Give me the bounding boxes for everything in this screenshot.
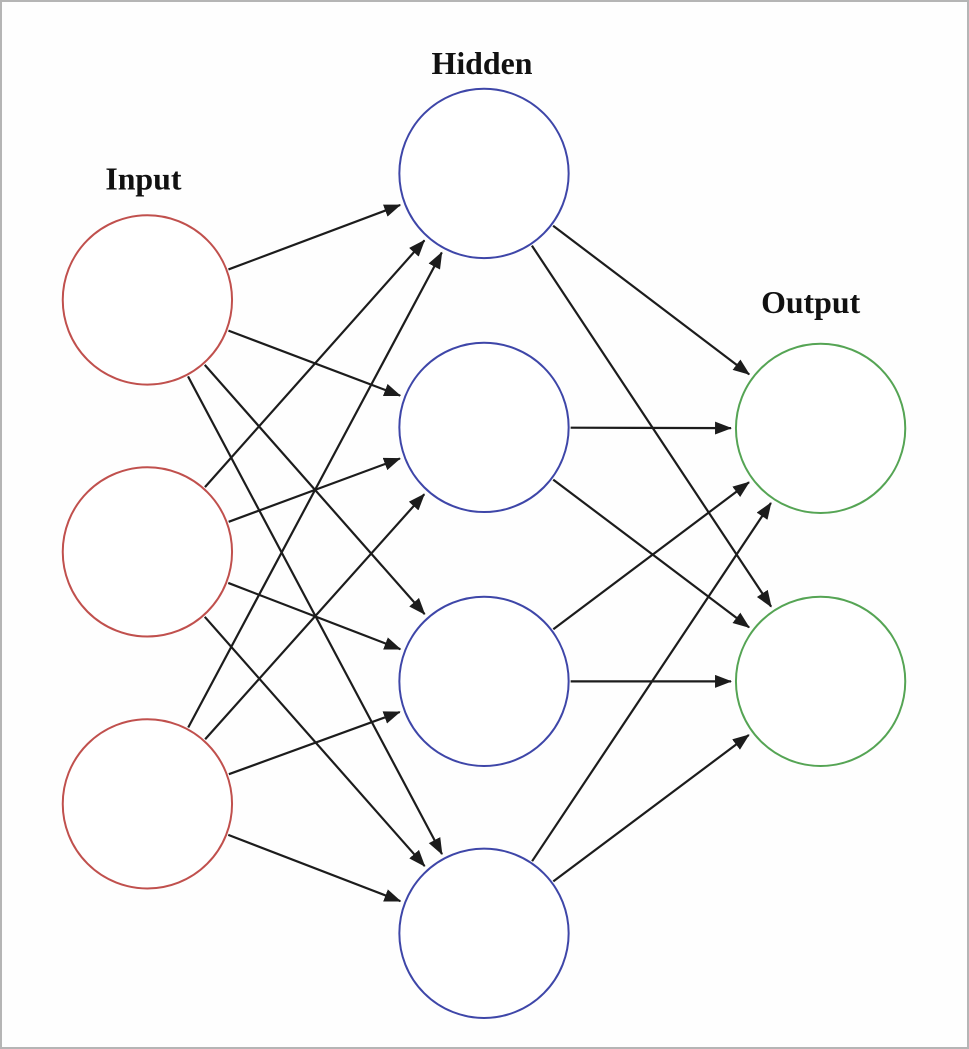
edge-arrow-input0-hidden0 [228,203,402,271]
hidden-node-2 [398,341,570,514]
hidden-layer-label: Hidden [432,46,533,81]
edge-arrow-input1-hidden3 [203,616,426,867]
output-node-1 [734,342,907,515]
hidden-node-4 [398,847,570,1019]
output-node-2 [734,595,907,767]
input-node-2 [61,466,234,638]
edge-arrow-hidden2-output0 [552,481,750,631]
input-node-1 [61,214,234,386]
input-layer-group: Input [61,161,234,890]
edge-arrow-input1-hidden0 [204,239,426,488]
output-layer-group: Output [734,285,907,767]
edge-arrow-hidden3-output1 [552,734,750,883]
edge-arrow-input2-hidden1 [204,493,426,740]
edge-arrow-hidden0-output0 [552,224,750,376]
edge-arrow-input2-hidden2 [228,710,401,776]
edge-arrow-hidden1-output1 [552,478,750,629]
edge-arrow-hidden0-output1 [530,245,773,608]
edge-arrow-input2-hidden0 [187,251,443,728]
output-layer-label: Output [761,285,861,320]
edge-arrow-hidden3-output0 [531,502,772,862]
hidden-layer-group: Hidden [398,46,570,1019]
hidden-node-1 [398,87,570,260]
hidden-node-3 [398,595,570,767]
edges-group [187,203,773,903]
edge-arrow-input2-hidden3 [227,833,402,903]
input-node-3 [61,718,234,890]
input-layer-label: Input [105,161,182,196]
